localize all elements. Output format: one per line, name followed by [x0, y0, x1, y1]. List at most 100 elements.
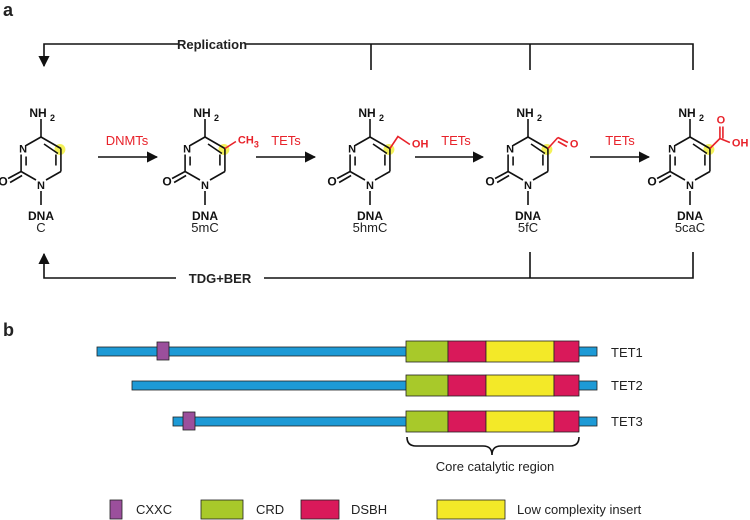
low-complexity-insert	[485, 410, 555, 433]
molecule-name: 5fC	[518, 220, 538, 235]
dsbh-domain	[447, 340, 487, 363]
dsbh-domain	[553, 410, 580, 433]
dna-label: DNA	[28, 209, 54, 223]
bond	[532, 170, 549, 181]
bond	[719, 137, 731, 144]
bond	[656, 170, 671, 180]
bond	[374, 170, 391, 181]
bond	[354, 136, 371, 147]
bond	[369, 136, 391, 150]
enzyme-label: TETs	[271, 133, 301, 148]
amine-subscript: 2	[699, 113, 704, 123]
ring-nitrogen: N	[668, 144, 676, 156]
amine-label: NH	[516, 106, 533, 120]
low-complexity-insert	[485, 374, 555, 397]
bond	[338, 174, 352, 184]
amine-label: NH	[193, 106, 210, 120]
bond	[709, 137, 721, 150]
bond	[336, 170, 351, 180]
bond	[669, 170, 686, 181]
legend-item-cxxc: CXXC	[109, 499, 172, 520]
bond	[171, 170, 186, 180]
bond	[527, 136, 549, 150]
oxo-label: O	[327, 175, 336, 189]
bond	[184, 170, 201, 181]
panel-b-label: b	[3, 320, 14, 340]
ring-nitrogen: N	[183, 144, 191, 156]
protein-name: TET1	[611, 345, 643, 360]
molecule-name: 5hmC	[353, 220, 388, 235]
ring-nitrogen: N	[19, 144, 27, 156]
oxo-label: O	[0, 175, 8, 189]
ring-nitrogen: N	[348, 144, 356, 156]
tdg-ber-loop: TDG+BER	[38, 252, 694, 286]
reaction-arrow-1: DNMTs	[98, 133, 159, 163]
enzyme-label: TETs	[605, 133, 635, 148]
bond	[507, 170, 524, 181]
replication-loop: Replication	[38, 37, 694, 70]
ring-nitrogen: N	[37, 180, 45, 192]
hydroxyl-label: OH	[412, 139, 429, 151]
reaction-arrow-4: TETs	[590, 133, 651, 163]
methyl-subscript: 3	[254, 140, 259, 150]
bond	[9, 174, 23, 184]
bond	[189, 136, 206, 147]
legend-swatch	[300, 499, 340, 520]
legend-swatch	[436, 499, 506, 520]
low-complexity-insert	[485, 340, 555, 363]
amine-label: NH	[358, 106, 375, 120]
crd-domain	[405, 340, 449, 363]
backbone	[172, 416, 598, 427]
bond	[20, 170, 37, 181]
bond	[512, 136, 529, 147]
ring-nitrogen: N	[366, 180, 374, 192]
reaction-arrow-3: TETs	[415, 133, 485, 163]
bond	[25, 136, 42, 147]
bond	[224, 140, 237, 150]
bond	[207, 143, 223, 155]
replication-label: Replication	[177, 37, 247, 52]
amine-label: NH	[29, 106, 46, 120]
dna-label: DNA	[357, 209, 383, 223]
molecule-name: 5mC	[191, 220, 218, 235]
tet2-protein: TET2	[131, 374, 643, 397]
amine-label: NH	[678, 106, 695, 120]
tdg-ber-label: TDG+BER	[189, 271, 252, 286]
legend-item-crd: CRD	[200, 499, 284, 520]
amine-subscript: 2	[379, 113, 384, 123]
dna-label: DNA	[515, 209, 541, 223]
ring-nitrogen: N	[201, 180, 209, 192]
bond	[674, 136, 691, 147]
dsbh-domain	[447, 374, 487, 397]
amine-subscript: 2	[214, 113, 219, 123]
bond	[45, 170, 62, 181]
bond	[494, 170, 509, 180]
bond	[209, 170, 226, 181]
enzyme-label: TETs	[441, 133, 471, 148]
molecule-name: C	[36, 220, 45, 235]
cxxc-domain	[156, 341, 170, 361]
bond	[694, 170, 711, 181]
legend-label: CRD	[256, 502, 284, 517]
amine-subscript: 2	[537, 113, 542, 123]
oxo-label: O	[647, 175, 656, 189]
bond	[547, 136, 559, 150]
methyl-label: CH	[238, 135, 254, 147]
cxxc-domain	[182, 411, 196, 431]
ring-nitrogen: N	[686, 180, 694, 192]
bond	[530, 143, 546, 155]
enzyme-label: DNMTs	[106, 133, 149, 148]
core-region-brace: Core catalytic region	[406, 436, 580, 474]
bond	[692, 143, 708, 155]
protein-name: TET3	[611, 414, 643, 429]
bond	[658, 174, 672, 184]
dna-label: DNA	[677, 209, 703, 223]
dna-label: DNA	[192, 209, 218, 223]
reaction-arrow-2: TETs	[256, 133, 317, 163]
bond	[349, 170, 366, 181]
